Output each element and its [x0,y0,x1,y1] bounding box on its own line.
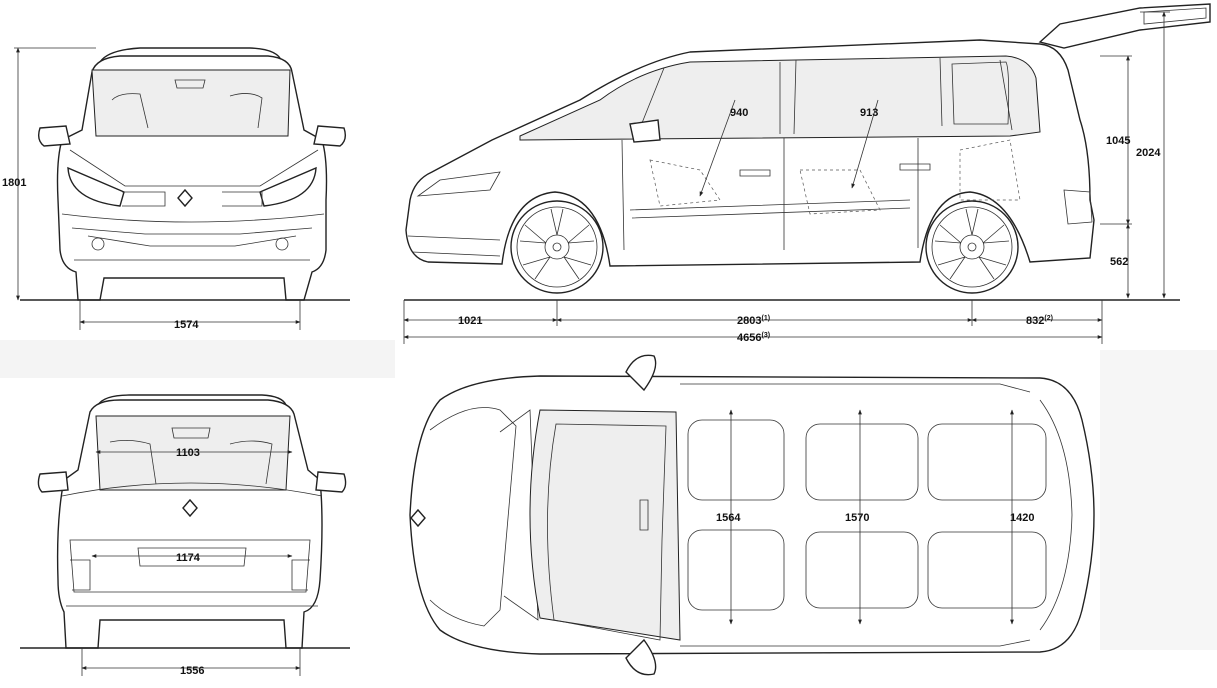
rear-view [20,394,350,676]
overall-length-label: 4656(3) [737,332,770,344]
rear-window-width-label: 1103 [176,447,200,459]
top-view [409,354,1095,676]
rear-overhang-label: 832(2) [1026,315,1053,327]
seat-row-2 [805,423,919,609]
background-strip [0,340,395,378]
front-headroom-label: 940 [730,107,748,119]
background-strip-right [1100,350,1217,650]
front-overhang-label: 1021 [458,315,482,327]
seat-row-1 [687,419,785,611]
rear-track-label: 1556 [180,665,204,677]
tailgate-open-height-label: 2024 [1136,147,1161,159]
front-track-label: 1574 [174,319,199,331]
sill-to-roof-label: 1045 [1106,135,1130,147]
rear-elbow-width-label: 1420 [1010,512,1034,524]
front-view [14,47,350,330]
front-elbow-width-label: 1564 [716,512,741,524]
front-height-label: 1801 [2,177,26,189]
rear-headroom-label: 913 [860,107,878,119]
middle-elbow-width-label: 1570 [845,512,869,524]
wheelbase-label: 2803(1) [737,315,770,327]
tailgate-opening-width-label: 1174 [176,552,201,564]
load-sill-height-label: 562 [1110,256,1128,268]
seat-row-3 [927,423,1047,609]
side-view [403,3,1211,344]
